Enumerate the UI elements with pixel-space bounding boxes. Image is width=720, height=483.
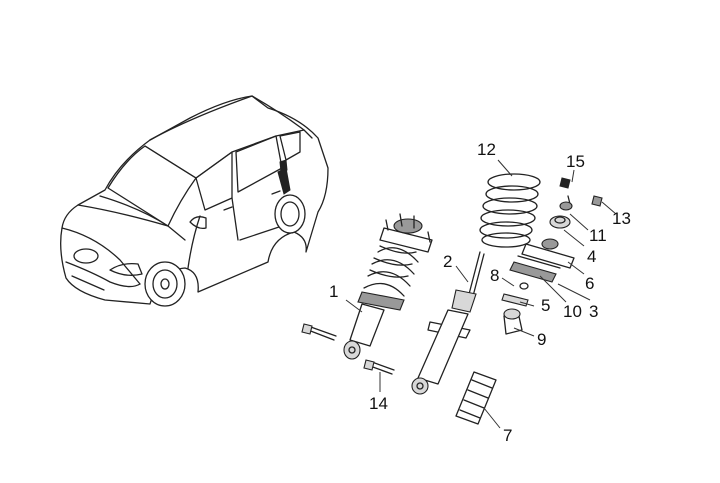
part-number-labels: 1 2 3 4 5 6 7 8 9 10 11 12 13 14 15 — [329, 140, 631, 445]
label-part-14: 14 — [369, 394, 388, 413]
label-part-5: 5 — [541, 296, 550, 315]
label-part-11: 11 — [589, 226, 607, 245]
label-part-2: 2 — [443, 252, 452, 271]
label-part-8: 8 — [490, 266, 499, 285]
label-part-4: 4 — [587, 247, 596, 266]
label-part-12: 12 — [477, 140, 496, 159]
assembled-strut — [343, 213, 433, 360]
label-part-6: 6 — [585, 274, 594, 293]
label-part-3: 3 — [589, 302, 598, 321]
label-part-13: 13 — [612, 209, 631, 228]
leader-lines — [345, 159, 617, 429]
label-part-1: 1 — [329, 282, 338, 301]
label-part-15: 15 — [566, 152, 585, 171]
label-part-9: 9 — [537, 330, 546, 349]
label-part-7: 7 — [503, 426, 512, 445]
label-part-10: 10 — [563, 302, 582, 321]
hardware-parts — [301, 177, 603, 425]
shock-absorber — [411, 251, 485, 395]
coil-spring — [479, 173, 541, 248]
vehicle-illustration — [60, 95, 329, 307]
